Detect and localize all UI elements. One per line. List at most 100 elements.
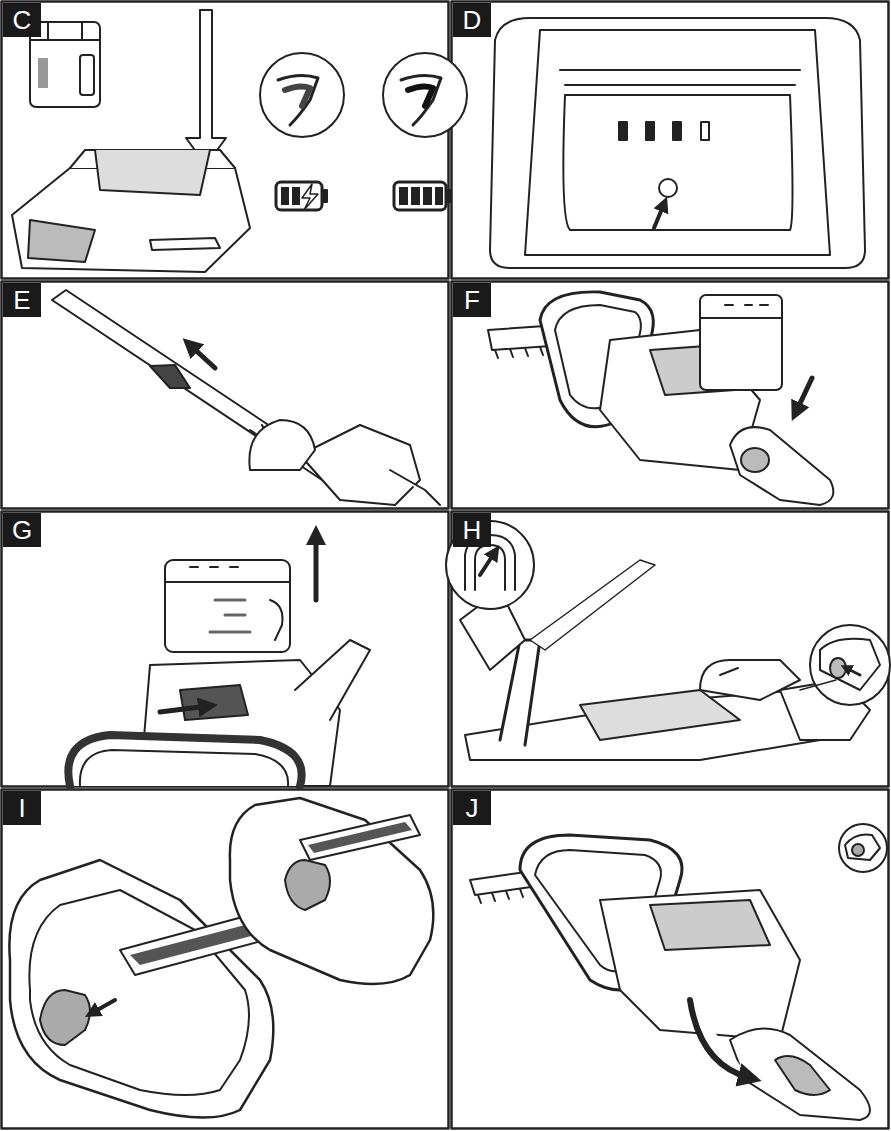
battery-status-icons (446, 190, 451, 202)
led-detail (260, 53, 344, 137)
panel-letter: D (463, 7, 482, 33)
rear-handle-button (285, 860, 330, 910)
rotating-rear-handle (690, 1000, 750, 1078)
two-hand-operation (530, 560, 655, 650)
battery-status-icons (281, 187, 289, 205)
rear-handle-button (40, 990, 90, 1045)
led-detail (285, 86, 310, 106)
charger (150, 238, 220, 250)
panel-letter-badge: C (3, 3, 41, 37)
charger-top-view (701, 122, 709, 140)
hedge-trimmer-blade-cover (300, 425, 420, 505)
panel-letter: C (13, 7, 32, 33)
panel-letter-badge: E (3, 283, 41, 317)
panel-letter-badge: J (453, 791, 491, 825)
panel-letter-badge: H (453, 513, 491, 547)
rotating-rear-handle (845, 834, 880, 860)
rotating-rear-handle (478, 889, 523, 903)
two-hand-operation (830, 658, 846, 678)
two-hand-operation (700, 660, 800, 700)
rear-handle-button (230, 798, 433, 984)
two-hand-operation (580, 690, 740, 740)
insert-arrow (186, 10, 226, 165)
rotating-rear-handle (650, 900, 770, 950)
two-hand-operation (720, 668, 738, 675)
battery-removal (68, 735, 301, 786)
battery-removal (160, 706, 208, 712)
panel-frames (452, 2, 889, 279)
panel-frames (2, 790, 449, 1129)
battery-status-icons (411, 187, 420, 205)
battery-insert-trimmer (796, 378, 812, 412)
two-hand-operation (846, 668, 860, 675)
hedge-trimmer-blade-cover (190, 345, 215, 368)
battery-status-icons (322, 190, 327, 202)
battery-removal (270, 600, 283, 640)
panel-letter-badge: D (453, 3, 491, 37)
charger-top-view (646, 122, 654, 140)
charger-top-view (490, 18, 865, 268)
battery-insert-trimmer (741, 448, 769, 472)
battery-status-icons (394, 182, 446, 210)
battery-insert-trimmer (488, 292, 833, 505)
battery-status-icons (292, 187, 300, 205)
battery-removal (210, 600, 250, 632)
led-detail (408, 86, 433, 106)
battery-status-icons (302, 184, 318, 210)
battery-removal (180, 685, 248, 720)
battery-status-icons (435, 187, 443, 205)
battery-status-icons (276, 182, 322, 210)
panel-letter-badge: I (3, 791, 41, 825)
battery-insert-trimmer (730, 427, 833, 505)
two-hand-operation (810, 625, 890, 705)
rotating-rear-handle (470, 824, 887, 1120)
battery-removal (165, 567, 290, 582)
battery-pack (38, 58, 48, 88)
charger-top-view (560, 70, 800, 85)
battery-removal (80, 750, 288, 786)
charger-top-view (654, 204, 664, 228)
two-hand-operation (480, 552, 495, 575)
panel-frames (2, 2, 449, 279)
charger-top-view (659, 179, 677, 197)
rear-handle-button (130, 925, 255, 965)
two-hand-operation (446, 521, 890, 760)
hedge-trimmer-blade-cover (52, 290, 440, 505)
rear-handle-button (308, 822, 412, 853)
rotating-rear-handle (839, 824, 887, 872)
hedge-trimmer-blade-cover (249, 420, 315, 470)
charger-top-view (673, 122, 681, 140)
panel-letter: I (18, 795, 25, 821)
charger-top-view (525, 30, 830, 255)
panel-letter: J (466, 795, 479, 821)
charger (28, 220, 95, 262)
rear-handle-button (9, 798, 433, 1118)
charger (95, 150, 210, 195)
two-hand-operation (800, 680, 836, 690)
rear-handle-button (29, 890, 249, 1095)
battery-status-icons (423, 187, 432, 205)
panel-letter: E (13, 287, 30, 313)
panel-frames (452, 282, 889, 509)
charger-top-view (619, 122, 627, 140)
rotating-rear-handle (775, 1056, 830, 1095)
panel-frames (452, 790, 889, 1129)
battery-removal (314, 535, 319, 600)
led-detail (278, 75, 318, 125)
battery-pack (80, 55, 94, 95)
charger-top-view (563, 95, 792, 230)
panel-letter-badge: F (453, 283, 491, 317)
panel-frames (2, 282, 449, 509)
hedge-trimmer-blade-cover (150, 365, 190, 388)
battery-removal (165, 560, 290, 652)
battery-status-icons (276, 182, 451, 210)
battery-status-icons (399, 187, 408, 205)
panel-letter: F (464, 287, 480, 313)
rear-handle-button (300, 815, 420, 860)
rotating-rear-handle (730, 1029, 870, 1120)
panel-letter-badge: G (3, 513, 41, 547)
